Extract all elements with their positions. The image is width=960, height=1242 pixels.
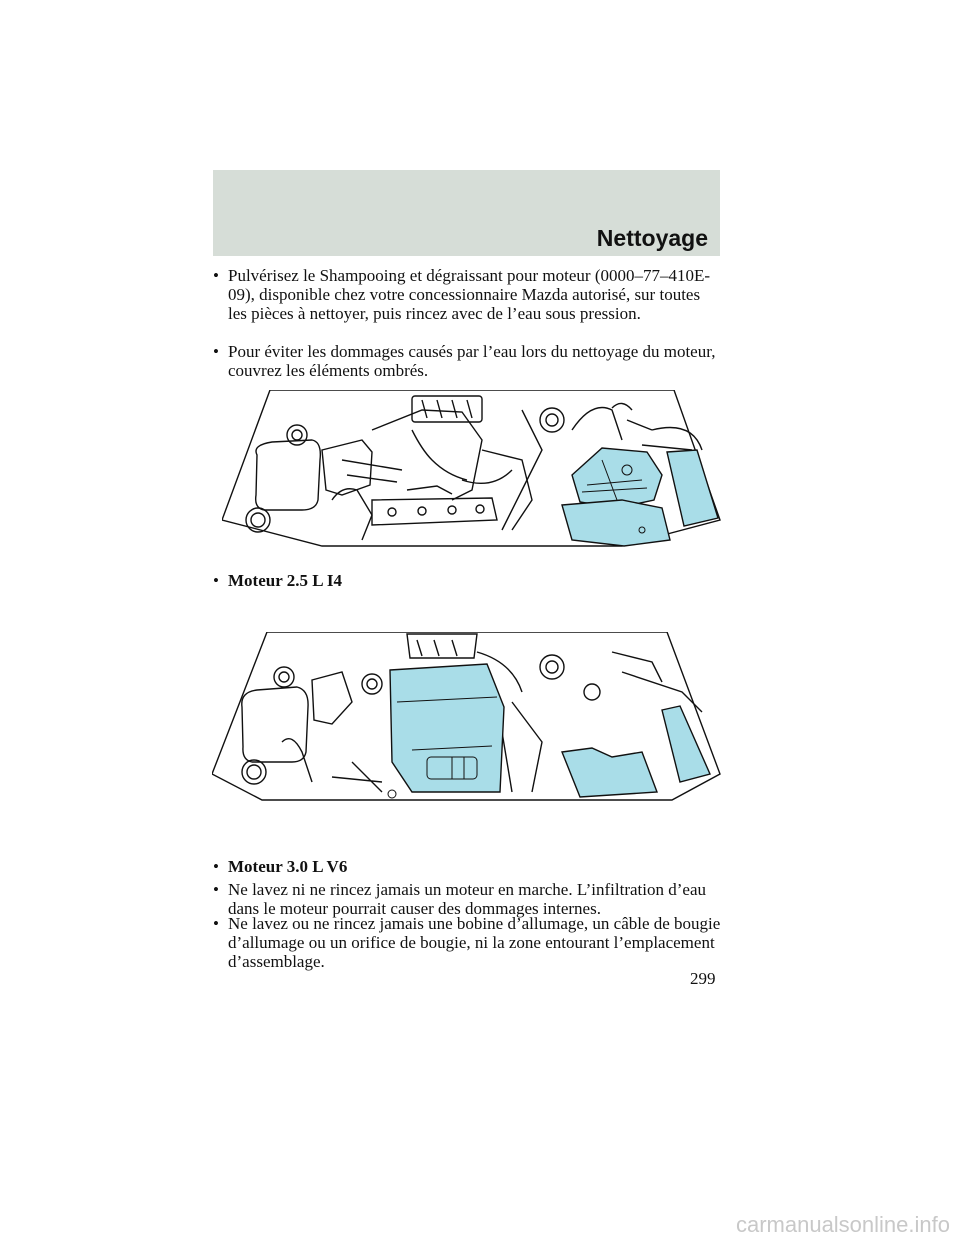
bullet-item: • Ne lavez ni ne rincez jamais un moteur… xyxy=(213,880,723,918)
bullet-text: Pour éviter les dommages causés par l’ea… xyxy=(228,342,716,380)
bullet-dot: • xyxy=(213,857,219,876)
bullet-text: Ne lavez ni ne rincez jamais un moteur e… xyxy=(228,880,707,918)
hood-outline xyxy=(212,632,721,801)
bullet-dot: • xyxy=(213,880,219,899)
shaded-fuse-box xyxy=(561,499,671,547)
coolant-reservoir xyxy=(241,686,309,763)
bullet-item: • Pulvérisez le Shampooing et dégraissan… xyxy=(213,266,723,323)
shaded-air-cleaner xyxy=(389,663,505,793)
coolant-reservoir xyxy=(254,439,322,511)
bullet-item: • Moteur 3.0 L V6 xyxy=(213,857,723,876)
bullet-dot: • xyxy=(213,342,219,361)
bullet-dot: • xyxy=(213,266,219,285)
coil-pack xyxy=(411,395,483,423)
section-title: Nettoyage xyxy=(596,225,708,251)
shaded-battery-cover xyxy=(666,449,719,527)
coil-pack xyxy=(406,633,478,659)
page-number: 299 xyxy=(690,969,716,988)
figure-caption-2-5l: Moteur 2.5 L I4 xyxy=(228,571,342,590)
shaded-battery-cover xyxy=(661,705,711,783)
engine-illustration-3-0l xyxy=(212,632,721,801)
figure-caption-3-0l: Moteur 3.0 L V6 xyxy=(228,857,348,876)
bullet-text: Pulvérisez le Shampooing et dégraissant … xyxy=(228,266,711,323)
bullet-item: • Pour éviter les dommages causés par l’… xyxy=(213,342,723,380)
bullet-text: Ne lavez ou ne rincez jamais une bobine … xyxy=(228,914,721,971)
engine-illustration-2-5l xyxy=(222,390,721,547)
bullet-item: • Moteur 2.5 L I4 xyxy=(213,571,723,590)
bullet-item: • Ne lavez ou ne rincez jamais une bobin… xyxy=(213,914,723,971)
section-header-band: Nettoyage xyxy=(213,170,720,256)
bullet-dot: • xyxy=(213,914,219,933)
bullet-dot: • xyxy=(213,571,219,590)
shaded-fuse-box xyxy=(561,747,658,798)
watermark-text: carmanualsonline.info xyxy=(735,1212,950,1237)
